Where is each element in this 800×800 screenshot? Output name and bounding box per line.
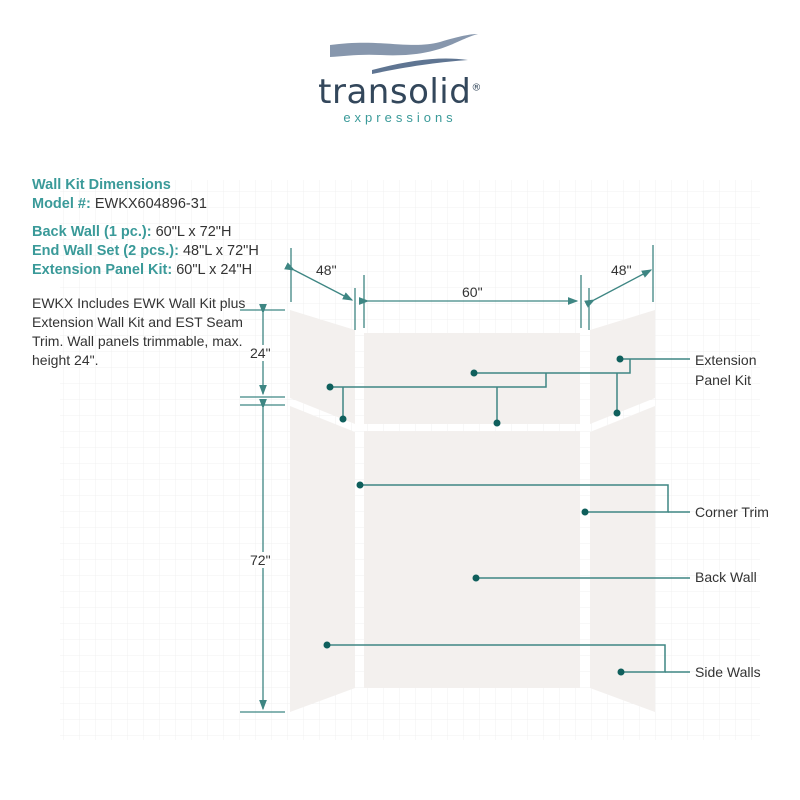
back-extension-panel xyxy=(364,333,580,424)
kit-note: EWKX Includes EWK Wall Kit plus Extensio… xyxy=(32,295,246,368)
right-side-wall xyxy=(590,406,655,712)
end-wall-spec: End Wall Set (2 pcs.): 48"L x 72"H xyxy=(32,243,259,259)
callout-corner-trim: Corner Trim xyxy=(695,504,769,520)
callout-dots xyxy=(323,355,625,676)
spec-title: Wall Kit Dimensions xyxy=(32,177,171,193)
back-wall xyxy=(364,431,580,688)
callout-lines xyxy=(327,358,690,673)
extension-height-label: 24" xyxy=(250,345,271,361)
logo-subtitle: expressions xyxy=(343,110,457,125)
left-width-label: 48" xyxy=(316,262,337,278)
back-wall-spec: Back Wall (1 pc.): 60"L x 72"H xyxy=(32,224,232,240)
callout-side-walls: Side Walls xyxy=(695,664,761,680)
left-extension-panel xyxy=(290,310,355,424)
callout-back-wall: Back Wall xyxy=(695,569,757,585)
wall-height-label: 72" xyxy=(250,552,271,568)
spec-block: Wall Kit Dimensions Model #: EWKX604896-… xyxy=(32,176,259,280)
back-width-label: 60" xyxy=(462,284,483,300)
model-row: Model #: EWKX604896-31 xyxy=(32,196,207,212)
left-side-wall xyxy=(290,406,355,712)
right-width-label: 48" xyxy=(611,262,632,278)
extension-spec: Extension Panel Kit: 60"L x 24"H xyxy=(32,262,253,278)
logo-swoosh-icon xyxy=(330,34,478,74)
right-extension-panel xyxy=(590,310,655,424)
logo-wordmark: transolid® xyxy=(318,72,482,112)
